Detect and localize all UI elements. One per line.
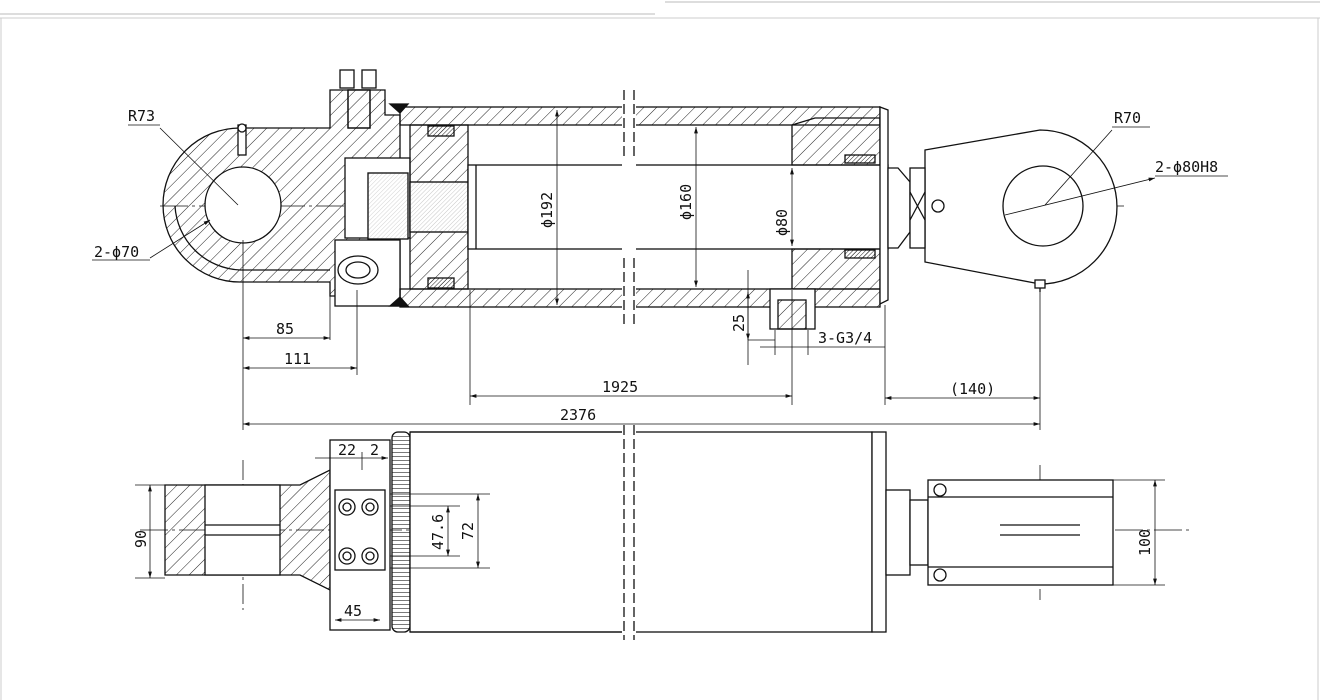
label-radius-left: R73 — [128, 107, 155, 125]
knurled-flange — [391, 431, 411, 633]
barrel-plan — [409, 431, 873, 633]
section-view — [160, 69, 1125, 330]
dimension-labels: R73 2-ϕ70 R70 2-ϕ80H8 ϕ192 ϕ160 ϕ80 25 3… — [94, 107, 1218, 620]
label-dim-90: 90 — [132, 530, 150, 548]
label-dim-85: 85 — [276, 320, 294, 338]
piston-rod — [467, 164, 889, 250]
label-dim-100: 100 — [1136, 529, 1154, 556]
label-dim-111: 111 — [284, 350, 311, 368]
label-dim-25: 25 — [730, 314, 748, 332]
label-dim-22: 22 — [338, 441, 356, 459]
plan-view — [140, 425, 1190, 640]
label-dia-192: ϕ192 — [538, 192, 556, 228]
label-dim-47-6: 47.6 — [429, 514, 447, 550]
dimension-lines-plan — [135, 452, 1165, 622]
label-dim-1925: 1925 — [602, 378, 638, 396]
rear-eye-bore — [204, 166, 282, 244]
label-ports: 3-G3/4 — [818, 329, 872, 347]
label-dia-160: ϕ160 — [677, 184, 695, 220]
label-dim-2376: 2376 — [560, 406, 596, 424]
label-dim-72: 72 — [459, 522, 477, 540]
label-bore-left: 2-ϕ70 — [94, 243, 139, 261]
label-radius-right: R70 — [1114, 109, 1141, 127]
label-dia-80: ϕ80 — [773, 209, 791, 236]
dimension-lines-top — [92, 110, 1228, 430]
label-dim-140: (140) — [950, 380, 995, 398]
label-dim-2: 2 — [370, 441, 379, 459]
label-dim-45: 45 — [344, 602, 362, 620]
label-bore-right: 2-ϕ80H8 — [1155, 158, 1218, 176]
rod-eye-plan — [927, 479, 1114, 586]
